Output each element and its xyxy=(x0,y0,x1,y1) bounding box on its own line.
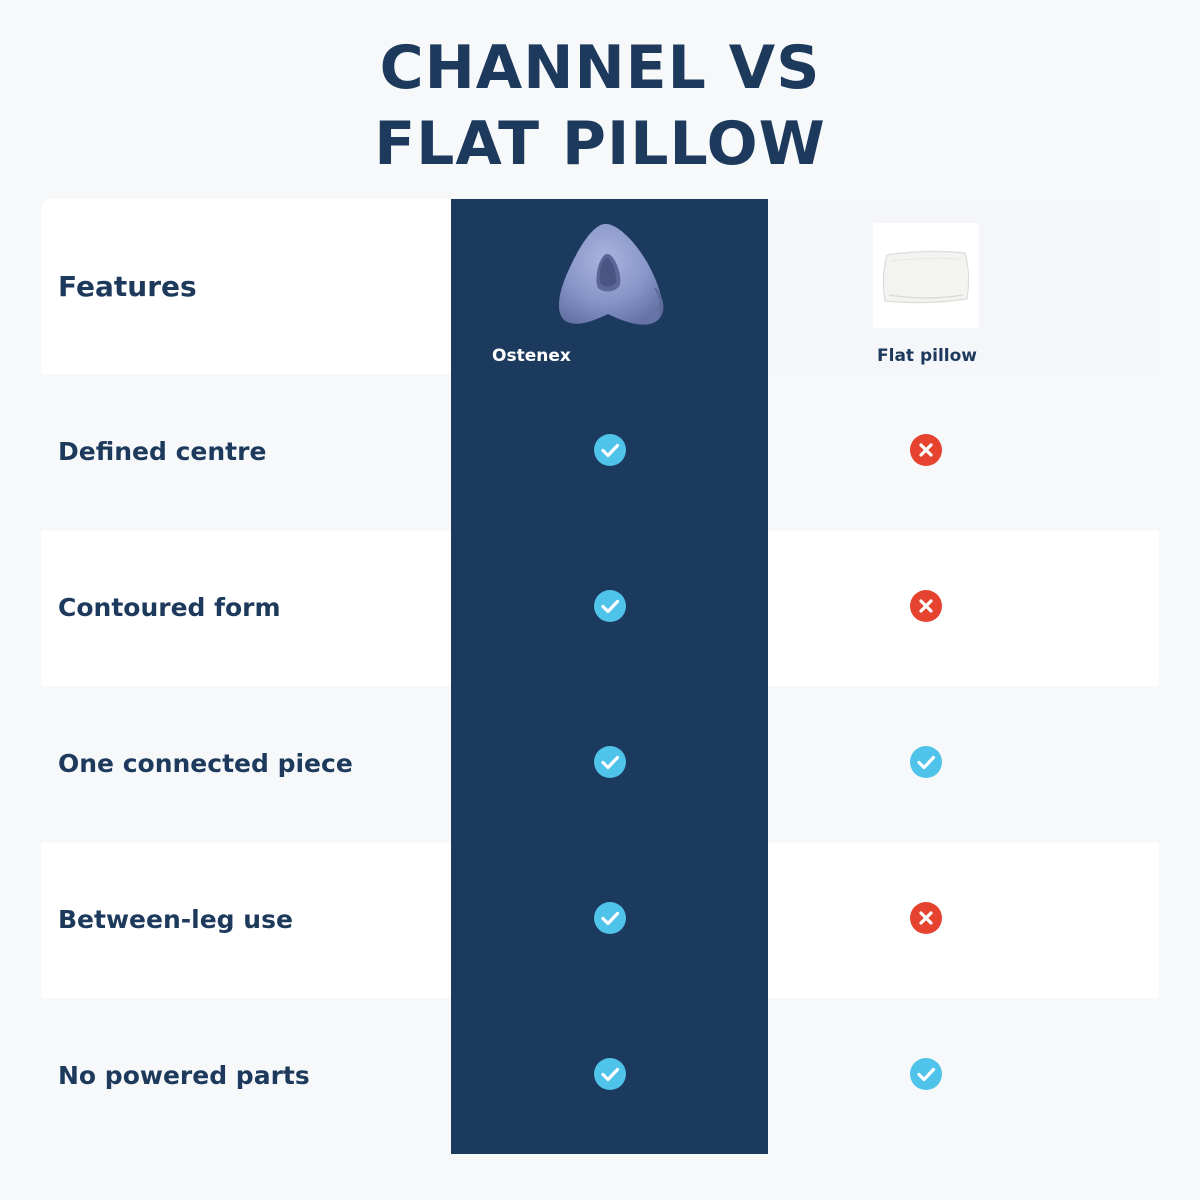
feature-label: One connected piece xyxy=(58,749,353,778)
check-icon xyxy=(594,746,626,778)
cross-icon xyxy=(910,590,942,622)
check-icon xyxy=(910,746,942,778)
check-icon xyxy=(594,1058,626,1090)
header-feature-cell xyxy=(41,199,451,374)
features-heading: Features xyxy=(58,270,197,303)
cross-icon xyxy=(910,434,942,466)
title-line-2: FLAT PILLOW xyxy=(374,109,826,179)
title-line-1: CHANNEL VS xyxy=(379,33,821,103)
column-header-ostenex: Ostenex xyxy=(492,346,571,366)
flat-pillow-icon xyxy=(873,223,979,328)
feature-label: No powered parts xyxy=(58,1061,310,1090)
column-header-flat-pillow: Flat pillow xyxy=(877,346,977,366)
knee-pillow-icon xyxy=(558,223,664,325)
cross-icon xyxy=(910,902,942,934)
feature-label: Contoured form xyxy=(58,593,281,622)
check-icon xyxy=(910,1058,942,1090)
feature-label: Defined centre xyxy=(58,437,267,466)
ostenex-highlight-column xyxy=(451,199,768,1154)
feature-label: Between-leg use xyxy=(58,905,293,934)
page-title: CHANNEL VS FLAT PILLOW xyxy=(0,30,1200,182)
check-icon xyxy=(594,590,626,622)
check-icon xyxy=(594,902,626,934)
check-icon xyxy=(594,434,626,466)
